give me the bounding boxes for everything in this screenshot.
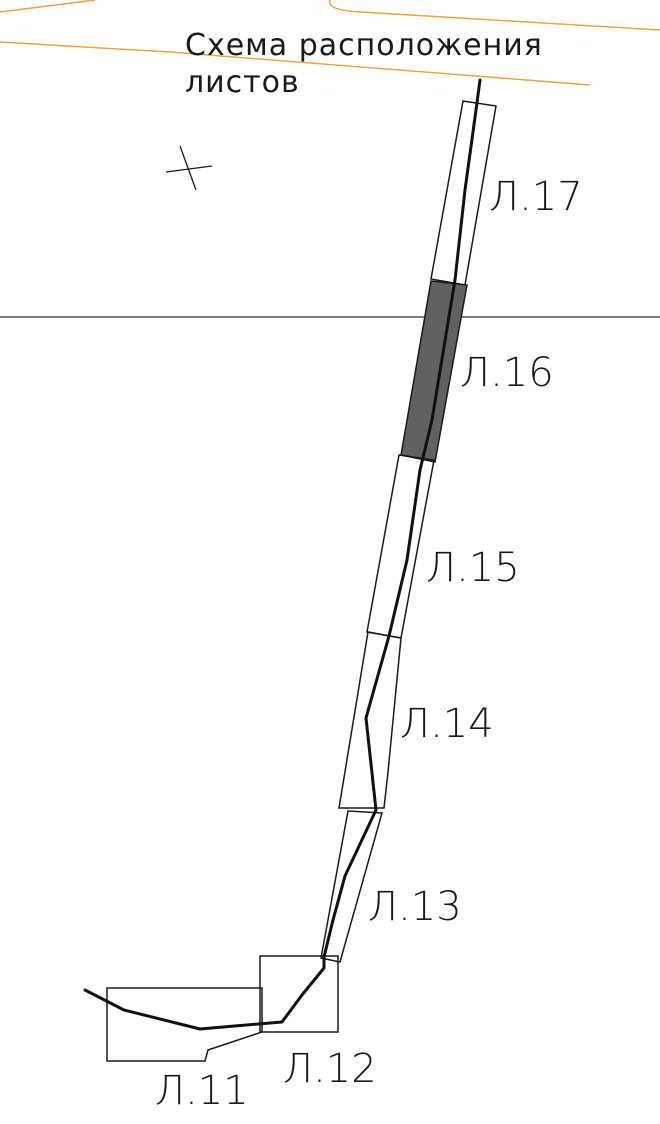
survey-cross-mark: [165, 145, 213, 191]
sheet-15-label: Л.15: [426, 545, 520, 591]
road-lines: [0, 0, 660, 86]
sheet-13-label: Л.13: [368, 884, 462, 930]
road-line-middle: [0, 41, 591, 86]
sheet-15-frame: [366, 454, 435, 639]
sheet-14-label: Л.14: [400, 701, 494, 747]
diagram-title-line-2: листов: [185, 65, 300, 100]
road-line-top-right: [328, 0, 660, 31]
sheet-12-label: Л.12: [283, 1046, 377, 1092]
sheet-11-frame: [106, 987, 263, 1062]
route-line: [83, 78, 482, 1031]
sheet-14-frame: [338, 631, 402, 809]
sheet-16-label: Л.16: [460, 350, 554, 396]
road-line-top-left: [0, 0, 96, 13]
sheet-12-frame: [259, 955, 339, 1033]
diagram-title-line-1: Схема расположения: [185, 28, 543, 63]
sheet-17-label: Л.17: [489, 174, 583, 220]
sheet-13-frame: [320, 810, 383, 963]
sheet-11-label: Л.11: [155, 1068, 249, 1114]
sheet-16-frame: [400, 280, 468, 463]
